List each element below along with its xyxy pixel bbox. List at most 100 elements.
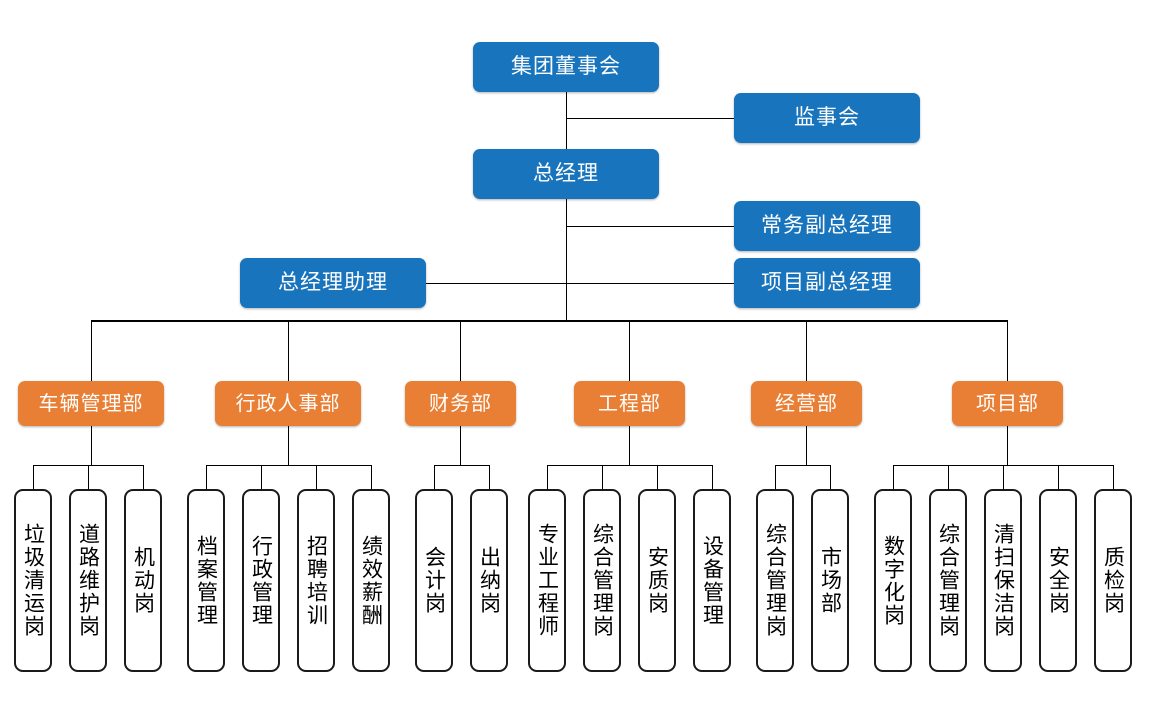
connector-dept4-drop	[629, 425, 630, 465]
leaf-post-road-maintenance[interactable]: 道路维护岗	[69, 489, 107, 672]
connector-dept5-post2	[830, 465, 831, 489]
leaf-post-recruitment-training-label: 招聘培训	[304, 534, 328, 627]
leaf-post-digitalization[interactable]: 数字化岗	[874, 489, 912, 672]
leaf-post-project-general-management[interactable]: 综合管理岗	[929, 489, 967, 672]
leaf-post-recruitment-training[interactable]: 招聘培训	[297, 489, 335, 672]
connector-dept5-bus	[775, 465, 831, 466]
node-executive-vice-general-manager-label: 常务副总经理	[761, 214, 893, 238]
leaf-post-quality-inspection[interactable]: 质检岗	[1094, 489, 1132, 672]
node-department-operations-label: 经营部	[775, 392, 838, 415]
connector-bus-to-dept-2	[288, 320, 289, 381]
leaf-post-marketing[interactable]: 市场部	[811, 489, 849, 672]
node-department-finance[interactable]: 财务部	[405, 381, 516, 426]
connector-bus-to-dept-6	[1007, 320, 1008, 381]
connector-dept2-post2	[261, 465, 262, 489]
connector-dept6-drop	[1007, 425, 1008, 465]
connector-dept5-drop	[806, 425, 807, 465]
connector-dept4-post2	[602, 465, 603, 489]
node-general-manager-assistant[interactable]: 总经理助理	[240, 258, 426, 308]
leaf-post-equipment-management[interactable]: 设备管理	[693, 489, 731, 672]
leaf-post-safety[interactable]: 安全岗	[1039, 489, 1077, 672]
node-general-manager-assistant-label: 总经理助理	[278, 271, 388, 295]
connector-dept6-post2	[948, 465, 949, 489]
connector-department-bus	[91, 320, 1007, 322]
node-general-manager-label: 总经理	[533, 162, 599, 186]
node-department-engineering-label: 工程部	[598, 392, 661, 415]
connector-dept3-bus	[434, 465, 490, 466]
connector-gm-to-exec-vice-gm	[566, 226, 734, 227]
node-supervisory-board[interactable]: 监事会	[734, 93, 920, 143]
leaf-post-waste-removal-label: 垃圾清运岗	[21, 523, 45, 638]
leaf-post-accounting-label: 会计岗	[422, 546, 446, 615]
connector-board-to-gm	[566, 92, 567, 150]
leaf-post-cleaning-sanitation[interactable]: 清扫保洁岗	[984, 489, 1022, 672]
node-department-engineering[interactable]: 工程部	[574, 381, 685, 426]
leaf-post-cashier[interactable]: 出纳岗	[470, 489, 508, 672]
leaf-post-cleaning-sanitation-label: 清扫保洁岗	[991, 523, 1015, 638]
leaf-post-marketing-label: 市场部	[818, 546, 842, 615]
connector-board-to-supervisory	[566, 118, 734, 119]
connector-dept2-post3	[316, 465, 317, 489]
leaf-post-engineering-general-management[interactable]: 综合管理岗	[583, 489, 621, 672]
leaf-post-road-maintenance-label: 道路维护岗	[76, 523, 100, 638]
node-department-finance-label: 财务部	[429, 392, 492, 415]
leaf-post-accounting[interactable]: 会计岗	[415, 489, 453, 672]
connector-dept6-post5	[1113, 465, 1114, 489]
connector-dept3-drop	[460, 425, 461, 465]
connector-dept4-post3	[657, 465, 658, 489]
connector-bus-to-dept-5	[806, 320, 807, 381]
node-board[interactable]: 集团董事会	[473, 42, 659, 92]
connector-bus-to-dept-3	[460, 320, 461, 381]
node-department-vehicle-management-label: 车辆管理部	[38, 392, 144, 415]
node-project-vice-general-manager[interactable]: 项目副总经理	[734, 258, 920, 308]
connector-dept6-post3	[1003, 465, 1004, 489]
leaf-post-safety-label: 安全岗	[1046, 546, 1070, 615]
leaf-post-archive-management[interactable]: 档案管理	[187, 489, 225, 672]
connector-dept2-post4	[371, 465, 372, 489]
node-department-operations[interactable]: 经营部	[751, 381, 862, 426]
leaf-post-safety-quality-label: 安质岗	[645, 546, 669, 615]
node-executive-vice-general-manager[interactable]: 常务副总经理	[734, 201, 920, 251]
leaf-post-safety-quality[interactable]: 安质岗	[638, 489, 676, 672]
connector-dept2-bus	[206, 465, 372, 466]
leaf-post-cashier-label: 出纳岗	[477, 546, 501, 615]
connector-dept3-post2	[489, 465, 490, 489]
connector-dept4-post1	[547, 465, 548, 489]
leaf-post-operations-general-management-label: 综合管理岗	[763, 523, 787, 638]
node-supervisory-board-label: 监事会	[794, 106, 860, 130]
leaf-post-motor-vehicle[interactable]: 机动岗	[124, 489, 162, 672]
leaf-post-administrative-management-label: 行政管理	[249, 534, 273, 627]
connector-bus-to-dept-4	[629, 320, 630, 381]
connector-dept1-post3	[143, 465, 144, 489]
leaf-post-digitalization-label: 数字化岗	[881, 534, 905, 627]
node-department-project[interactable]: 项目部	[952, 381, 1063, 426]
connector-dept2-post1	[206, 465, 207, 489]
leaf-post-project-general-management-label: 综合管理岗	[936, 523, 960, 638]
connector-dept3-post1	[434, 465, 435, 489]
leaf-post-administrative-management[interactable]: 行政管理	[242, 489, 280, 672]
node-department-vehicle-management[interactable]: 车辆管理部	[18, 381, 164, 426]
leaf-post-professional-engineer[interactable]: 专业工程师	[528, 489, 566, 672]
connector-dept1-post2	[88, 465, 89, 489]
node-project-vice-general-manager-label: 项目副总经理	[761, 271, 893, 295]
leaf-post-equipment-management-label: 设备管理	[700, 534, 724, 627]
leaf-post-operations-general-management[interactable]: 综合管理岗	[756, 489, 794, 672]
connector-gm-trunk	[566, 198, 567, 320]
connector-dept1-post1	[33, 465, 34, 489]
node-department-admin-hr-label: 行政人事部	[235, 392, 341, 415]
node-board-label: 集团董事会	[511, 55, 621, 79]
connector-dept1-drop	[91, 425, 92, 465]
node-general-manager[interactable]: 总经理	[473, 149, 659, 199]
leaf-post-quality-inspection-label: 质检岗	[1101, 546, 1125, 615]
connector-dept2-drop	[288, 425, 289, 465]
connector-dept6-post1	[893, 465, 894, 489]
leaf-post-professional-engineer-label: 专业工程师	[535, 523, 559, 638]
leaf-post-performance-compensation[interactable]: 绩效薪酬	[352, 489, 390, 672]
leaf-post-engineering-general-management-label: 综合管理岗	[590, 523, 614, 638]
connector-gm-to-assistant	[424, 283, 566, 284]
connector-gm-to-project-vice-gm	[566, 283, 734, 284]
connector-bus-to-dept-1	[91, 320, 92, 381]
leaf-post-waste-removal[interactable]: 垃圾清运岗	[14, 489, 52, 672]
node-department-admin-hr[interactable]: 行政人事部	[215, 381, 361, 426]
